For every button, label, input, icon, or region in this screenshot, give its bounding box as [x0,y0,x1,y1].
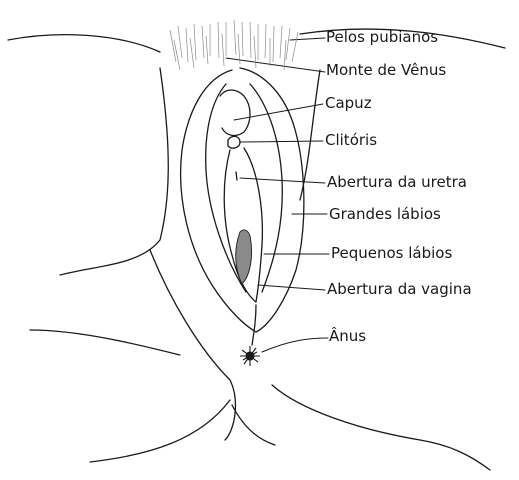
anus-mark [240,346,260,366]
inner-fold-right [250,84,282,292]
label-vaginal-opening: Abertura da vagina [327,280,472,298]
urethra-mark [236,172,237,180]
right-buttock-line [272,385,490,470]
label-mons-pubis: Monte de Vênus [326,61,446,79]
labia-majora-outline [181,68,304,332]
lower-left-thigh [90,400,230,462]
leader-mons [226,58,325,72]
leader-hood [234,104,323,120]
leader-anus [262,338,328,352]
leader-vagina [258,285,325,290]
lower-cleft [232,405,275,445]
left-hip-contour [8,35,160,52]
label-urethral-opening: Abertura da uretra [327,173,467,191]
left-groin-line [60,68,168,275]
label-labia-majora: Grandes lábios [329,205,441,223]
hood-outline [220,90,250,135]
leader-pubic-hair [290,38,325,40]
left-buttock-line [150,250,235,440]
label-labia-minora: Pequenos lábios [331,244,452,262]
labia-minora-right [244,148,262,302]
perineum-line [252,305,256,345]
pubic-hair-strokes [170,20,298,70]
clitoris-shape [228,136,240,148]
label-pubic-hair: Pelos pubianos [326,28,438,46]
label-anus: Ânus [329,327,366,345]
left-thigh-line [30,330,180,355]
label-hood: Capuz [325,94,372,112]
label-clitoris: Clitóris [325,131,377,149]
